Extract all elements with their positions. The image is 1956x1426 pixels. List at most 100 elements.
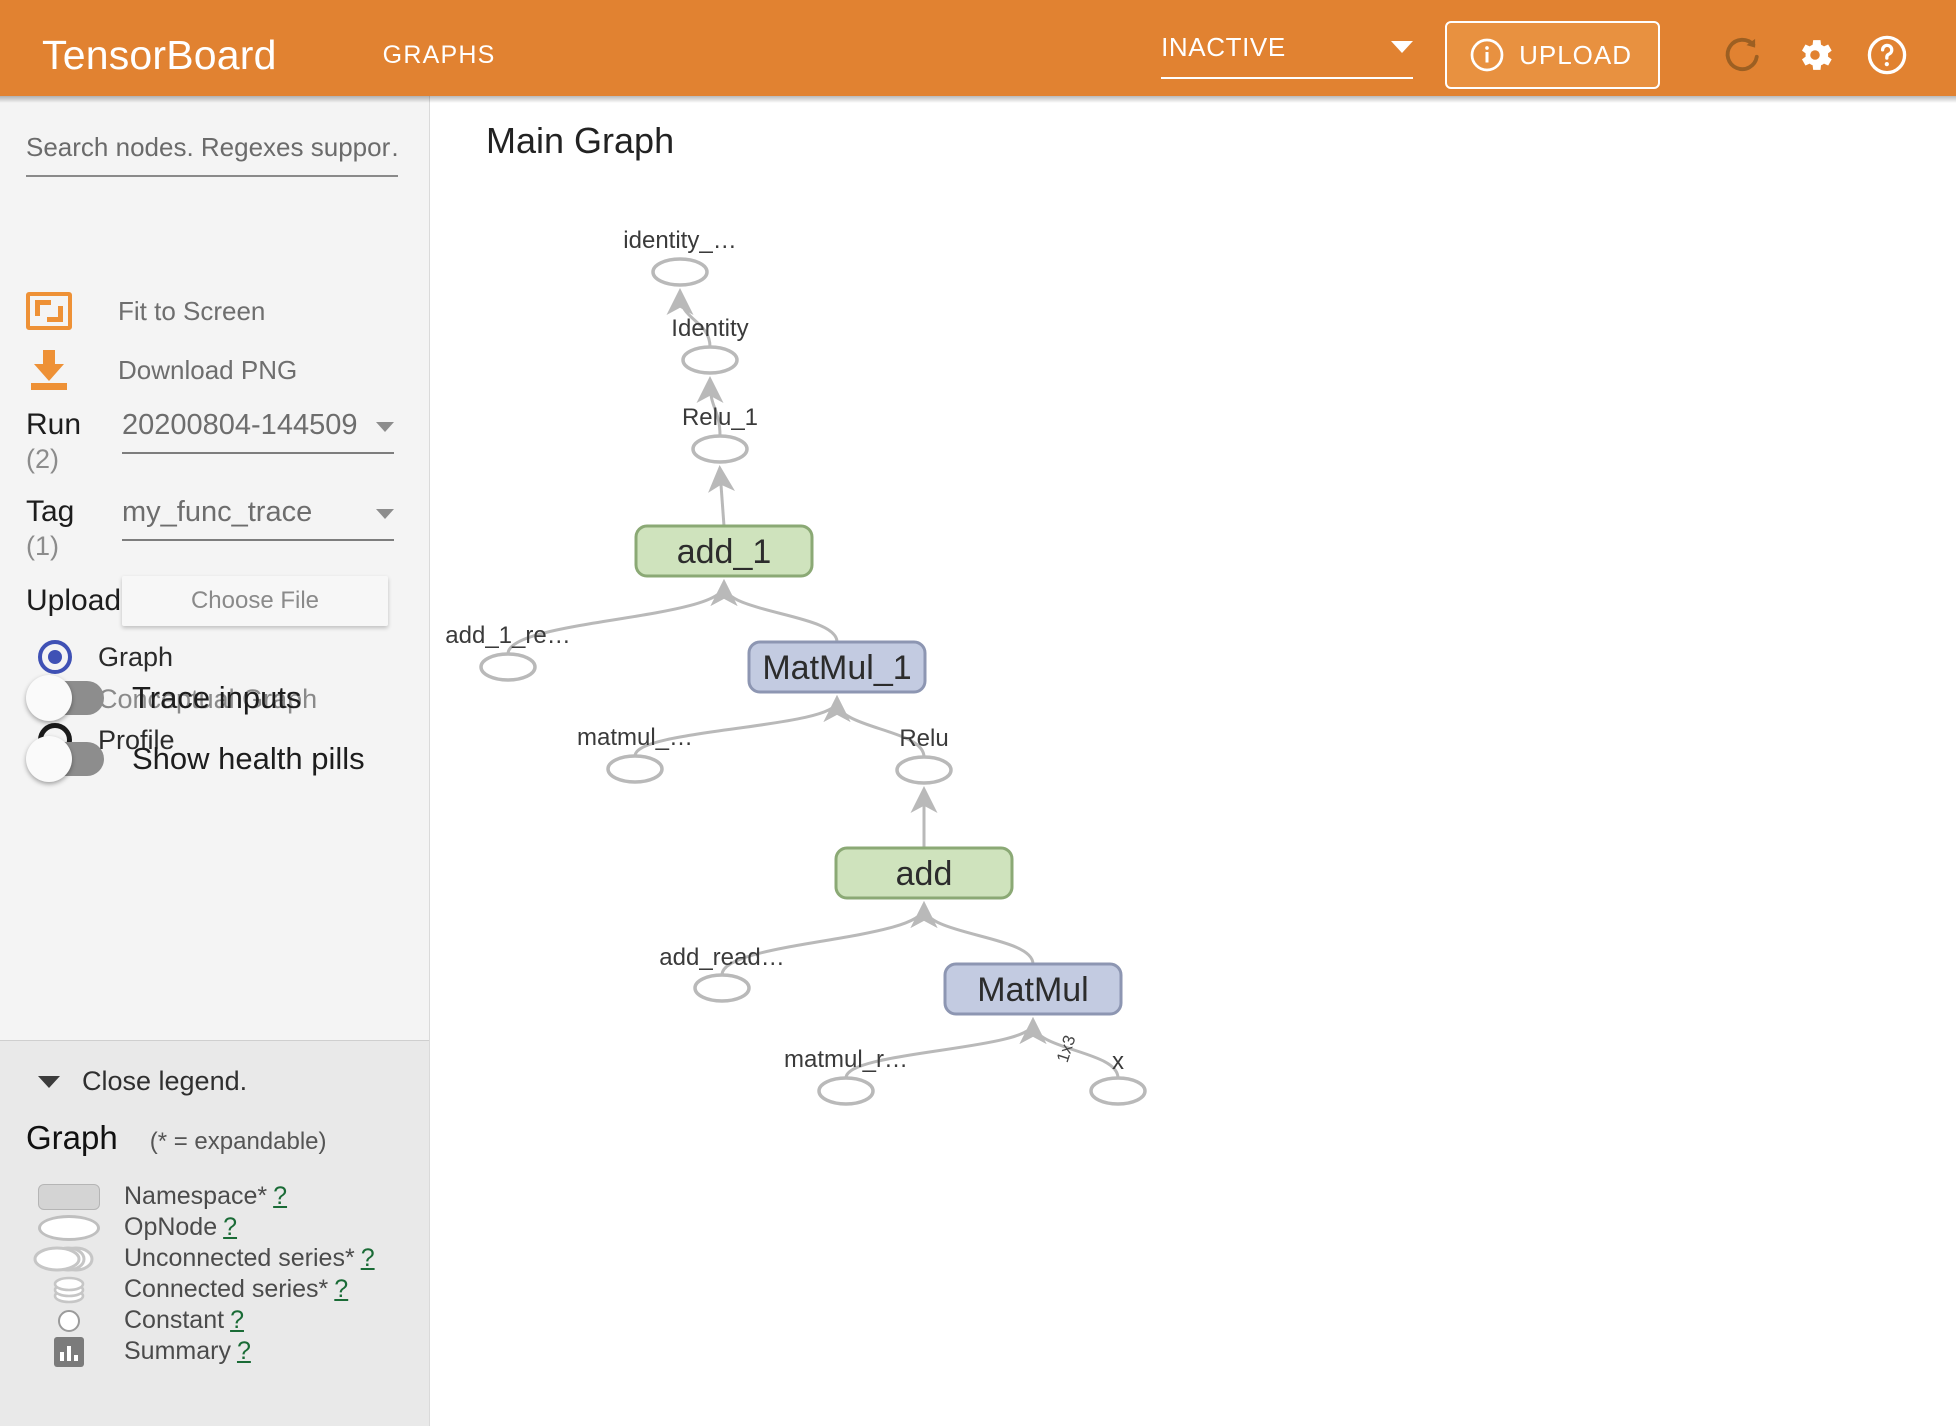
graph-edge: [710, 579, 839, 643]
fit-to-screen-icon: [26, 292, 72, 330]
graph-node-opnode[interactable]: [817, 1076, 875, 1106]
legend-subheading: (* = expandable): [149, 1128, 327, 1155]
graph-node-label: Identity: [671, 315, 748, 342]
graph-edge: [910, 901, 1035, 965]
graph-node-opnode[interactable]: [693, 973, 751, 1003]
tag-field: Tag (1) my_func_trace: [26, 496, 394, 560]
download-png-button[interactable]: Download PNG: [26, 350, 297, 390]
radio-graph-label: Graph: [98, 641, 174, 672]
search-input[interactable]: [26, 132, 398, 177]
graph-node-namespace[interactable]: [634, 524, 814, 578]
graph-edges: 1x3: [506, 288, 1120, 1079]
chevron-down-icon: [376, 509, 394, 519]
graph-node-label: identity_…: [623, 227, 736, 254]
help-button[interactable]: [1860, 28, 1914, 82]
refresh-button[interactable]: [1716, 28, 1770, 82]
graph-node-namespace[interactable]: [943, 962, 1123, 1016]
legend-item-connected-series: Connected series*?: [26, 1274, 426, 1305]
choose-file-label: Choose File: [190, 587, 320, 614]
run-dropdown[interactable]: 20200804-144509: [122, 409, 394, 454]
choose-file-button[interactable]: Choose File: [122, 576, 388, 626]
legend-panel: Close legend. Graph (* = expandable) Nam…: [0, 1040, 429, 1426]
graph-node-label: matmul_r…: [784, 1046, 908, 1073]
help-link[interactable]: ?: [236, 1337, 251, 1365]
toggle-trace-inputs-switch: [26, 675, 104, 721]
close-legend-label: Close legend.: [82, 1066, 248, 1096]
legend-item-label: Constant?: [124, 1306, 244, 1334]
graph-edge: [696, 376, 724, 437]
chevron-down-icon: [376, 422, 394, 432]
close-legend-button[interactable]: Close legend.: [38, 1066, 247, 1097]
app-header: TensorBoard GRAPHS INACTIVE UPLOAD: [0, 0, 1956, 110]
legend-item-label: Unconnected series*?: [124, 1244, 375, 1272]
legend-item-label: OpNode?: [124, 1213, 238, 1241]
graph-node-opnode[interactable]: [1089, 1076, 1147, 1106]
toggle-health-pills[interactable]: Show health pills: [26, 736, 365, 782]
search-field-wrap: [26, 132, 398, 177]
graph-node-opnode[interactable]: [681, 345, 739, 375]
opnode-swatch-icon: [26, 1214, 112, 1241]
graph-node-opnode[interactable]: [691, 434, 749, 464]
legend-heading: Graph: [26, 1119, 118, 1156]
gear-icon: [1801, 40, 1832, 70]
graph-node-label: MatMul: [977, 971, 1088, 1009]
download-icon: [26, 350, 72, 390]
radio-conceptual-graph-label: Conceptual Graph: [98, 683, 318, 714]
radio-graph[interactable]: Graph: [38, 640, 173, 674]
graph-node-label: matmul_…: [577, 724, 693, 751]
settings-button[interactable]: [1788, 28, 1842, 82]
graph-node-namespace[interactable]: [834, 846, 1014, 900]
refresh-icon: [1725, 37, 1759, 71]
toggle-health-pills-switch: [26, 736, 104, 782]
legend-item-opnode: OpNode?: [26, 1212, 426, 1243]
run-status-dropdown[interactable]: INACTIVE: [1161, 31, 1414, 79]
help-link[interactable]: ?: [230, 1306, 244, 1334]
help-link[interactable]: ?: [223, 1213, 238, 1241]
graph-node-label: x: [1112, 1048, 1124, 1075]
graph-node-label: add_1: [677, 533, 772, 571]
graph-node-opnode[interactable]: [651, 257, 709, 287]
edge-label: 1x3: [1053, 1033, 1080, 1065]
graph-node-opnode[interactable]: [895, 755, 953, 785]
run-status-value: INACTIVE: [1161, 31, 1286, 62]
help-link[interactable]: ?: [273, 1182, 288, 1210]
upload-label: Upload: [26, 584, 122, 618]
tab-graphs[interactable]: GRAPHS: [350, 0, 528, 110]
radio-profile-label: Profile: [98, 724, 175, 755]
upload-button[interactable]: UPLOAD: [1445, 21, 1660, 89]
legend-item-namespace: Namespace*?: [26, 1181, 426, 1212]
graph-edge: [1019, 1017, 1120, 1079]
run-field: Run (2) 20200804-144509: [26, 409, 394, 473]
connected-series-swatch-icon: [26, 1274, 112, 1306]
run-label: Run: [26, 408, 82, 441]
help-link[interactable]: ?: [360, 1244, 375, 1272]
tag-value: my_func_trace: [122, 496, 313, 528]
legend-item-label: Summary?: [124, 1337, 251, 1365]
tag-label-group: Tag (1): [26, 496, 122, 560]
unconnected-series-swatch-icon: [26, 1244, 112, 1274]
namespace-swatch-icon: [26, 1183, 112, 1210]
legend-item-label: Namespace*?: [124, 1182, 288, 1210]
graph-node-opnode[interactable]: [479, 652, 537, 682]
run-label-group: Run (2): [26, 409, 122, 473]
legend-heading-row: Graph (* = expandable): [26, 1119, 327, 1157]
tab-graphs-label: GRAPHS: [382, 40, 496, 69]
tag-dropdown[interactable]: my_func_trace: [122, 496, 394, 541]
graph-node-label: add_1_re…: [445, 622, 570, 649]
brand-title: TensorBoard: [42, 31, 277, 78]
toggle-trace-inputs[interactable]: Trace inputs: [26, 675, 302, 721]
help-link[interactable]: ?: [334, 1275, 349, 1303]
legend-item-unconnected-series: Unconnected series*?: [26, 1243, 426, 1274]
toggle-trace-inputs-label: Trace inputs: [132, 680, 302, 715]
graph-node-label: MatMul_1: [762, 649, 911, 687]
run-count: (2): [26, 443, 59, 474]
graph-node-opnode[interactable]: [606, 754, 664, 784]
graph-node-namespace[interactable]: [747, 640, 927, 694]
graph-node-label: Relu_1: [682, 404, 758, 431]
graph-edge: [708, 465, 735, 527]
fit-to-screen-button[interactable]: Fit to Screen: [26, 292, 265, 330]
